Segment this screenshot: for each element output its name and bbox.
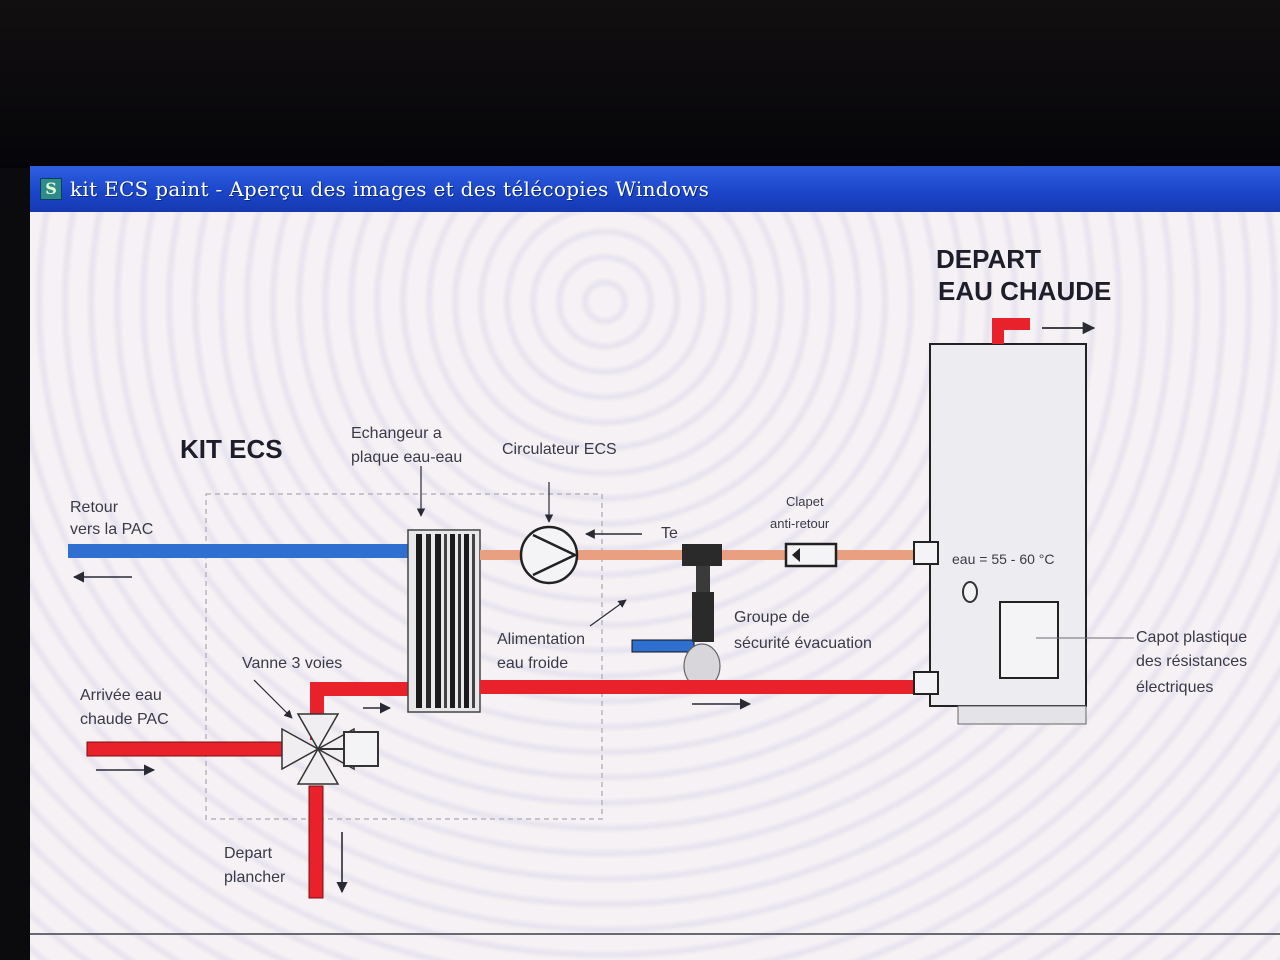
vanne-to-exchanger-pipe (310, 682, 410, 696)
clapet-label-line1: Clapet (786, 494, 824, 509)
tee-fitting (682, 544, 722, 592)
groupe-label-line1: Groupe de (734, 609, 810, 626)
retour-label-line1: Retour (70, 499, 119, 516)
kit-ecs-paint-icon: S (40, 178, 62, 200)
arrivee-pipe (87, 742, 285, 756)
three-way-valve-icon (282, 714, 378, 784)
retour-pipe (68, 544, 408, 558)
cold-water-inlet-pipe (632, 640, 694, 652)
window-title: kit ECS paint - Aperçu des images et des… (70, 177, 709, 201)
hot-water-tank (914, 324, 1086, 724)
image-viewer-window: S kit ECS paint - Aperçu des images et d… (30, 166, 1280, 960)
capot-label-line3: électriques (1136, 679, 1213, 696)
tank-title-line1: DEPART (936, 244, 1041, 274)
hot-return-pipe (480, 680, 916, 694)
echangeur-label-line2: plaque eau-eau (351, 449, 462, 466)
ecs-kit-diagram: KIT ECS DEPART EAU CHAUDE Retour vers la… (30, 212, 1280, 960)
echangeur-label-line1: Echangeur a (351, 425, 442, 442)
image-canvas: KIT ECS DEPART EAU CHAUDE Retour vers la… (30, 212, 1280, 960)
monitor-bezel (0, 0, 1280, 168)
capot-label-line2: des résistances (1136, 653, 1247, 670)
circulateur-label: Circulateur ECS (502, 441, 617, 458)
alimentation-pointer (590, 600, 626, 626)
capot-label-line1: Capot plastique (1136, 629, 1247, 646)
alimentation-label-line2: eau froide (497, 655, 568, 672)
tank-title-line2: EAU CHAUDE (938, 276, 1111, 306)
depart-plancher-line1: Depart (224, 845, 273, 862)
kit-title: KIT ECS (180, 434, 283, 464)
depart-plancher-line2: plancher (224, 869, 286, 886)
te-label: Te (661, 525, 678, 542)
check-valve-icon (786, 544, 836, 566)
arrivee-label-line1: Arrivée eau (80, 687, 162, 704)
eau-temp-label: eau = 55 - 60 °C (952, 551, 1055, 567)
retour-label-line2: vers la PAC (70, 521, 153, 538)
depart-plancher-pipe (309, 786, 323, 898)
vanne-pointer (254, 680, 292, 718)
alimentation-label-line1: Alimentation (497, 631, 585, 648)
vanne-label: Vanne 3 voies (242, 655, 342, 672)
circulator-pump-icon (521, 527, 577, 583)
clapet-label-line2: anti-retour (770, 516, 830, 531)
plate-heat-exchanger (408, 530, 480, 712)
arrivee-label-line2: chaude PAC (80, 711, 169, 728)
groupe-label-line2: sécurité évacuation (734, 635, 872, 652)
title-bar[interactable]: S kit ECS paint - Aperçu des images et d… (30, 166, 1280, 212)
